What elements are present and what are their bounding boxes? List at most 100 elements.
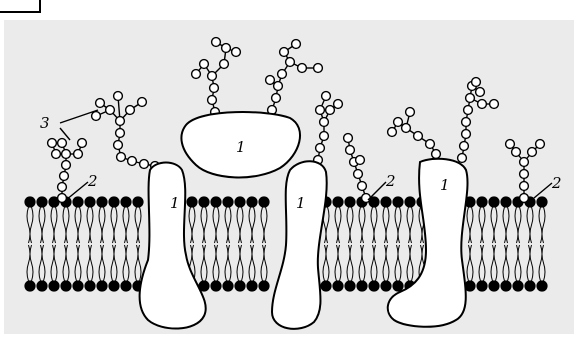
sugar-unit [478,100,487,109]
sugar-unit [520,170,529,179]
label-glycolipid-middle: 2 [385,172,396,190]
lipid-head-inner [536,280,547,291]
sugar-unit [314,64,323,73]
sugar-unit [286,58,295,67]
lipid-head-inner [476,280,487,291]
sugar-unit [58,183,67,192]
lipid-head-outer [404,196,415,207]
sugar-unit [60,172,69,181]
lipid-head-outer [380,196,391,207]
lipid-head-inner [84,280,95,291]
lipid-head-outer [198,196,209,207]
lipid-head-outer [476,196,487,207]
sugar-unit [128,157,137,166]
lipid-head-outer [132,196,143,207]
lipid-head-outer [488,196,499,207]
lipid-head-outer [108,196,119,207]
lipid-head-outer [246,196,257,207]
label-protein-middle: 1 [296,194,306,212]
sugar-unit [344,134,353,143]
sugar-unit [74,150,83,159]
sugar-unit [116,129,125,138]
lipid-head-inner [258,280,269,291]
sugar-unit [394,118,403,127]
sugar-unit [432,150,441,159]
sugar-unit [114,141,123,150]
sugar-unit [208,96,217,105]
label-protein-peripheral: 1 [236,138,246,156]
sugar-unit [222,44,231,53]
sugar-unit [58,194,67,203]
sugar-unit [462,118,471,127]
sugar-unit [210,84,219,93]
lipid-head-outer [96,196,107,207]
sugar-unit [356,156,365,165]
sugar-unit [406,108,415,117]
lipid-head-inner [210,280,221,291]
sugar-unit [520,194,529,203]
sugar-unit [316,144,325,153]
sugar-unit [334,100,343,109]
sugar-unit [126,106,135,115]
sugar-unit [426,140,435,149]
lipid-head-inner [246,280,257,291]
sugar-unit [414,132,423,141]
lipid-head-outer [84,196,95,207]
lipid-head-outer [24,196,35,207]
sugar-unit [208,72,217,81]
label-glycolipid-left: 2 [87,172,98,190]
sugar-unit [520,182,529,191]
sugar-unit [512,148,521,157]
lipid-head-inner [368,280,379,291]
sugar-unit [320,132,329,141]
lipid-head-inner [488,280,499,291]
sugar-unit [458,154,467,163]
sugar-unit [278,70,287,79]
lipid-head-inner [120,280,131,291]
sugar-unit [220,60,229,69]
sugar-unit [116,117,125,126]
sugar-unit [464,106,473,115]
sugar-unit [266,76,275,85]
lipid-head-inner [234,280,245,291]
label-oligosaccharide: 3 [40,114,50,132]
sugar-unit [358,182,367,191]
sugar-unit [78,139,87,148]
lipid-head-outer [210,196,221,207]
lipid-head-inner [356,280,367,291]
sugar-unit [232,48,241,57]
lipid-head-inner [380,280,391,291]
sugar-unit [346,146,355,155]
sugar-unit [114,92,123,101]
sugar-unit [138,98,147,107]
sugar-unit [506,140,515,149]
lipid-head-inner [24,280,35,291]
sugar-unit [48,139,57,148]
sugar-unit [62,161,71,170]
lipid-head-inner [108,280,119,291]
label-protein-left: 1 [170,194,180,212]
sugar-unit [274,82,283,91]
lipid-head-outer [344,196,355,207]
lipid-head-outer [186,196,197,207]
lipid-head-inner [344,280,355,291]
lipid-head-inner [524,280,535,291]
lipid-head-inner [320,280,331,291]
sugar-unit [192,70,201,79]
corner-frame [0,0,41,13]
lipid-head-outer [36,196,47,207]
lipid-head-outer [234,196,245,207]
sugar-unit [460,142,469,151]
sugar-unit [212,38,221,47]
sugar-unit [466,94,475,103]
lipid-head-outer [72,196,83,207]
sugar-unit [92,112,101,121]
sugar-unit [272,94,281,103]
label-protein-right: 1 [440,176,450,194]
lipid-head-outer [500,196,511,207]
sugar-unit [388,128,397,137]
lipid-head-inner [512,280,523,291]
sugar-unit [402,124,411,133]
